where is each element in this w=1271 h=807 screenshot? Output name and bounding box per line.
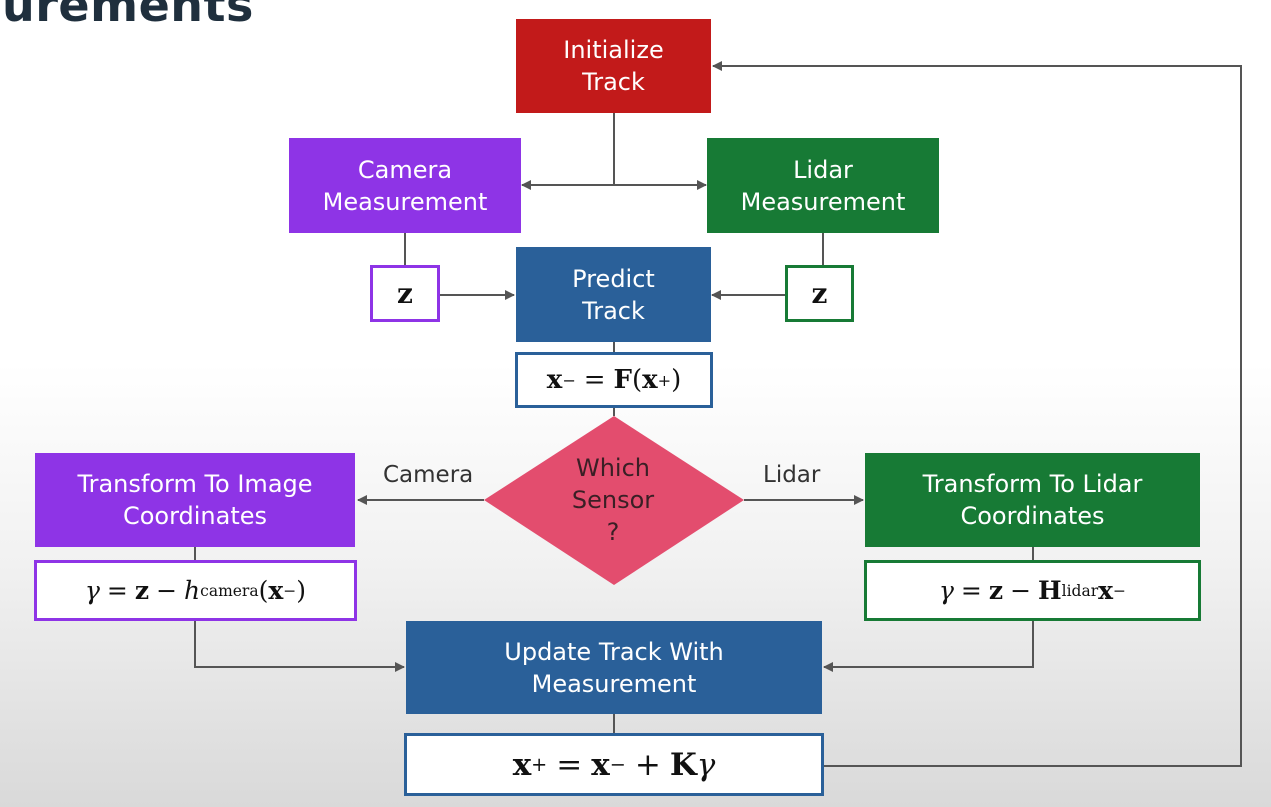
decision-label: Which Sensor ? xyxy=(533,452,693,548)
eq-term: + xyxy=(634,746,661,783)
eq-term: x xyxy=(642,365,658,395)
eq-term: = xyxy=(106,576,128,605)
camera-z-box: z xyxy=(370,265,440,322)
eq-term: − xyxy=(156,576,178,605)
decision-line: ? xyxy=(606,518,620,546)
eq-term: F xyxy=(613,365,632,395)
arrow-lidar-to-update xyxy=(823,620,1034,672)
node-label: Track xyxy=(582,68,645,96)
eq-term: z xyxy=(988,576,1004,605)
eq-term: − xyxy=(283,581,297,600)
eq-term: + xyxy=(657,370,672,390)
eq-term: − xyxy=(562,370,576,390)
eq-term: x xyxy=(1098,576,1114,605)
eq-term: x xyxy=(591,746,610,783)
node-label: Update Track With xyxy=(504,637,724,666)
node-label: Measurement xyxy=(322,187,488,216)
node-label: Lidar xyxy=(793,155,853,184)
lidar-measurement-node: Lidar Measurement xyxy=(707,138,939,233)
eq-term: K xyxy=(669,746,697,783)
node-label: Coordinates xyxy=(960,502,1105,530)
node-label: Track xyxy=(582,296,645,325)
eq-term: ) xyxy=(296,576,307,605)
node-label: Transform To Lidar xyxy=(922,470,1143,498)
eq-term: x xyxy=(268,576,284,605)
node-label: Predict xyxy=(572,264,655,293)
initialize-track-node: Initialize Track xyxy=(516,19,711,113)
eq-term: z xyxy=(134,576,150,605)
lidar-edge-label: Lidar xyxy=(763,462,821,488)
eq-term: h xyxy=(184,576,201,605)
eq-term: x xyxy=(512,746,532,783)
eq-term: = xyxy=(556,746,583,783)
eq-term: = xyxy=(583,365,606,395)
decision-diamond xyxy=(484,416,744,585)
decision-line: Sensor xyxy=(571,486,655,514)
eq-term: ( xyxy=(631,365,643,395)
predict-equation: x− = F(x+) xyxy=(515,352,713,408)
predict-track-node: Predict Track xyxy=(516,247,711,342)
eq-term: γ xyxy=(84,576,100,605)
eq-term: H xyxy=(1038,576,1062,605)
node-label: Coordinates xyxy=(122,502,268,530)
eq-term: lidar xyxy=(1061,581,1099,600)
eq-term: + xyxy=(531,753,548,776)
eq-term: γ xyxy=(696,746,716,783)
camera-measurement-node: Camera Measurement xyxy=(289,138,521,233)
transform-lidar-node: Transform To Lidar Coordinates xyxy=(865,453,1200,547)
eq-term: − xyxy=(609,753,626,776)
camera-edge-label: Camera xyxy=(383,462,474,488)
eq-term: ( xyxy=(258,576,269,605)
node-label: Measurement xyxy=(740,187,906,216)
z-symbol: z xyxy=(811,277,828,310)
node-label: Transform To Image xyxy=(77,470,313,498)
update-track-node: Update Track With Measurement xyxy=(406,621,822,714)
eq-term: ) xyxy=(671,365,682,395)
page-heading: urements xyxy=(2,0,254,32)
eq-term: x xyxy=(546,365,563,395)
arrow-camera-to-update xyxy=(194,620,405,672)
eq-term: camera xyxy=(200,581,259,600)
eq-term: − xyxy=(1010,576,1032,605)
transform-image-node: Transform To Image Coordinates xyxy=(35,453,355,547)
lidar-z-box: z xyxy=(785,265,854,322)
decision-line: Which xyxy=(575,454,650,482)
node-label: Initialize xyxy=(563,36,664,64)
eq-term: − xyxy=(1113,581,1127,600)
node-label: Measurement xyxy=(531,669,697,698)
eq-term: = xyxy=(960,576,982,605)
eq-term: γ xyxy=(938,576,954,605)
z-symbol: z xyxy=(397,277,413,310)
arrow-feedback-loop xyxy=(712,61,1242,767)
node-label: Camera xyxy=(357,155,453,184)
